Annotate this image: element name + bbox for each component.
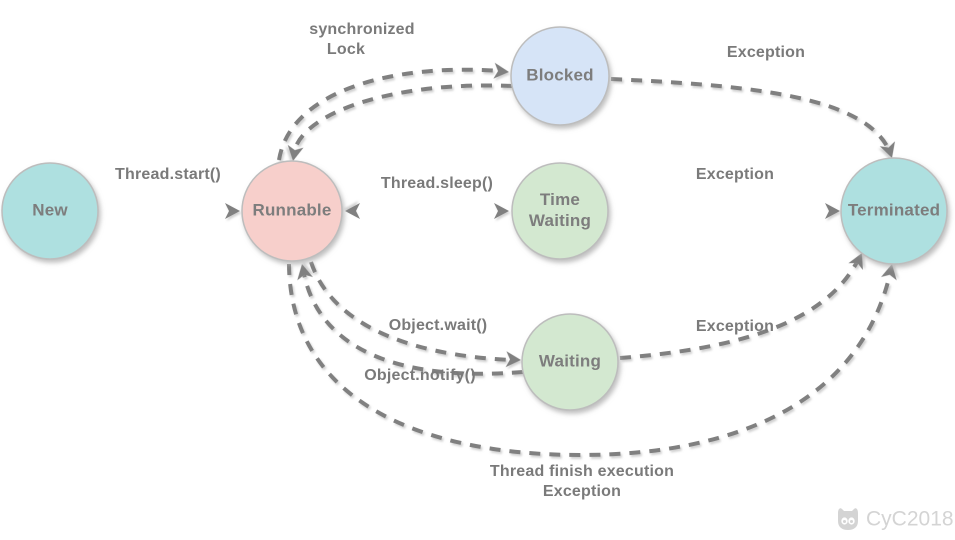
arrowhead-runnable-to-time-waiting [494, 203, 509, 219]
arrowhead-runnable-to-terminated-bottom [881, 264, 897, 281]
edge-runnable-to-waiting [309, 261, 513, 362]
arrowhead-waiting-to-runnable [297, 264, 313, 281]
edge-label-blocked-to-terminated: Exception [727, 44, 805, 61]
arrowhead-time-waiting-to-terminated [825, 203, 840, 219]
edge-label-waiting-to-runnable: Object.notify() [364, 367, 475, 384]
arrowhead-time-waiting-to-runnable [345, 203, 360, 219]
edge-runnable-to-blocked [277, 67, 501, 161]
node-label-time_waiting: Waiting [529, 211, 591, 230]
edge-label-waiting-to-terminated: Exception [696, 318, 774, 335]
edge-runnable-to-terminated-bottom [287, 263, 892, 458]
edge-waiting-to-terminated [619, 261, 859, 360]
node-circle-runnable[interactable] [241, 160, 343, 262]
github-octocat-icon [838, 508, 858, 530]
node-blocked[interactable]: Blocked [510, 26, 610, 126]
node-label-waiting: Waiting [539, 351, 601, 370]
arrowhead-runnable-to-waiting [505, 351, 521, 368]
node-label-blocked: Blocked [526, 65, 594, 84]
arrowhead-blocked-to-terminated [879, 141, 895, 158]
node-waiting[interactable]: Waiting [521, 313, 619, 411]
arrowhead-new-to-runnable [225, 203, 240, 219]
edge-label-runnable-to-terminated-bottom: Thread finish execution [490, 463, 674, 480]
edge-label-new-to-runnable: Thread.start() [115, 166, 221, 183]
edge-blocked-to-runnable [292, 83, 513, 153]
arrowhead-runnable-to-blocked [493, 62, 509, 79]
arrowhead-blocked-to-runnable [287, 144, 304, 161]
edge-blocked-to-terminated [610, 77, 890, 149]
arrowhead-waiting-to-terminated [848, 253, 863, 270]
node-new[interactable]: New [1, 162, 99, 260]
edges-layer [103, 67, 892, 458]
edge-label-runnable-to-blocked: synchronized [309, 21, 415, 38]
node-label-time_waiting: Time [540, 190, 580, 209]
node-circle-terminated[interactable] [840, 157, 948, 265]
node-label-terminated: Terminated [848, 200, 940, 219]
node-terminated[interactable]: Terminated [840, 157, 948, 265]
edge-label-runnable-to-time-waiting: Thread.sleep() [381, 175, 493, 192]
node-circle-blocked[interactable] [510, 26, 610, 126]
node-circle-time_waiting[interactable] [511, 162, 609, 260]
watermark: CyC2018 [838, 508, 954, 531]
edge-label-runnable-to-waiting: Object.wait() [389, 317, 488, 334]
edge-label-runnable-to-terminated-bottom: Exception [543, 483, 621, 500]
node-runnable[interactable]: Runnable [241, 160, 343, 262]
node-label-new: New [32, 200, 68, 219]
edge-label-time-waiting-to-terminated: Exception [696, 166, 774, 183]
watermark-label: CyC2018 [866, 508, 954, 531]
watermark-group: CyC2018 [838, 508, 954, 531]
node-label-runnable: Runnable [252, 200, 331, 219]
edge-waiting-to-runnable [302, 273, 524, 376]
edge-label-runnable-to-blocked: Lock [327, 41, 365, 58]
node-circle-new[interactable] [1, 162, 99, 260]
arrowheads-layer [225, 62, 897, 368]
node-circle-waiting[interactable] [521, 313, 619, 411]
